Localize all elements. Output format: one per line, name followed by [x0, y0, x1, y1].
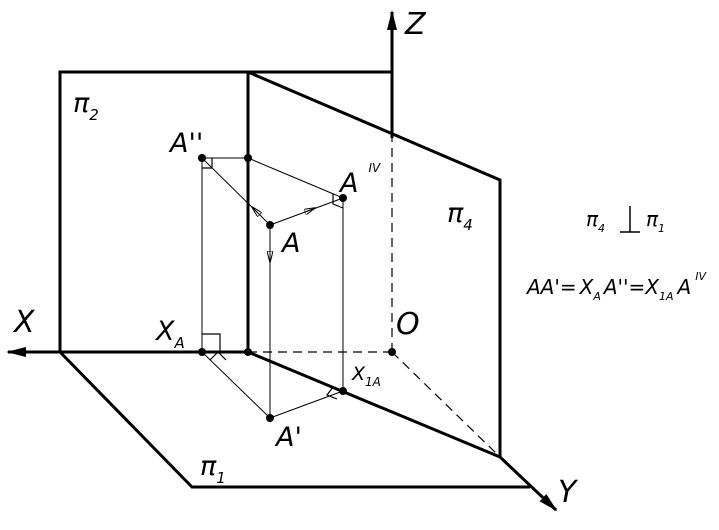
point-x-fold-dot — [244, 348, 252, 356]
plane-pi2-label: π2 — [73, 88, 99, 124]
origin-label: O — [396, 307, 420, 342]
axis-y-label: Y — [558, 475, 579, 510]
point-a-label: A — [280, 228, 300, 259]
plane-pi4-outline — [247, 70, 502, 457]
projection-lines — [201, 157, 344, 419]
plane-pi1-outline — [58, 350, 530, 489]
point-a1-dot — [266, 414, 274, 422]
plane-pi1-label: π1 — [200, 451, 226, 487]
axis-z-label: Z — [404, 7, 427, 42]
plane-pi4-trace — [247, 350, 501, 459]
point-a4-dot — [339, 194, 347, 202]
y-axis — [498, 455, 558, 512]
point-x1a-dot — [339, 387, 347, 395]
axis-x-label: X — [12, 305, 36, 340]
formula-perpendicular: π4 π1 — [586, 206, 665, 235]
right-angle-marks — [202, 158, 344, 400]
point-x1a-label: X1A — [351, 363, 381, 389]
point-a-dot — [266, 221, 274, 229]
svg-text:π1: π1 — [646, 207, 665, 235]
point-a2z-dot — [244, 154, 252, 162]
point-xa-label: XA — [154, 316, 185, 352]
point-a1-label: A' — [274, 422, 302, 453]
point-xa-dot — [198, 348, 206, 356]
plane-pi4-label: π4 — [447, 198, 473, 234]
point-a2-dot — [198, 154, 206, 162]
projecting-rays — [201, 157, 344, 262]
y-axis-hidden — [391, 351, 501, 458]
plane-pi2-outline — [58, 70, 392, 352]
point-a2-label: A'' — [168, 128, 203, 159]
points — [198, 154, 396, 422]
svg-text:π4: π4 — [586, 207, 605, 235]
point-o-dot — [388, 348, 396, 356]
